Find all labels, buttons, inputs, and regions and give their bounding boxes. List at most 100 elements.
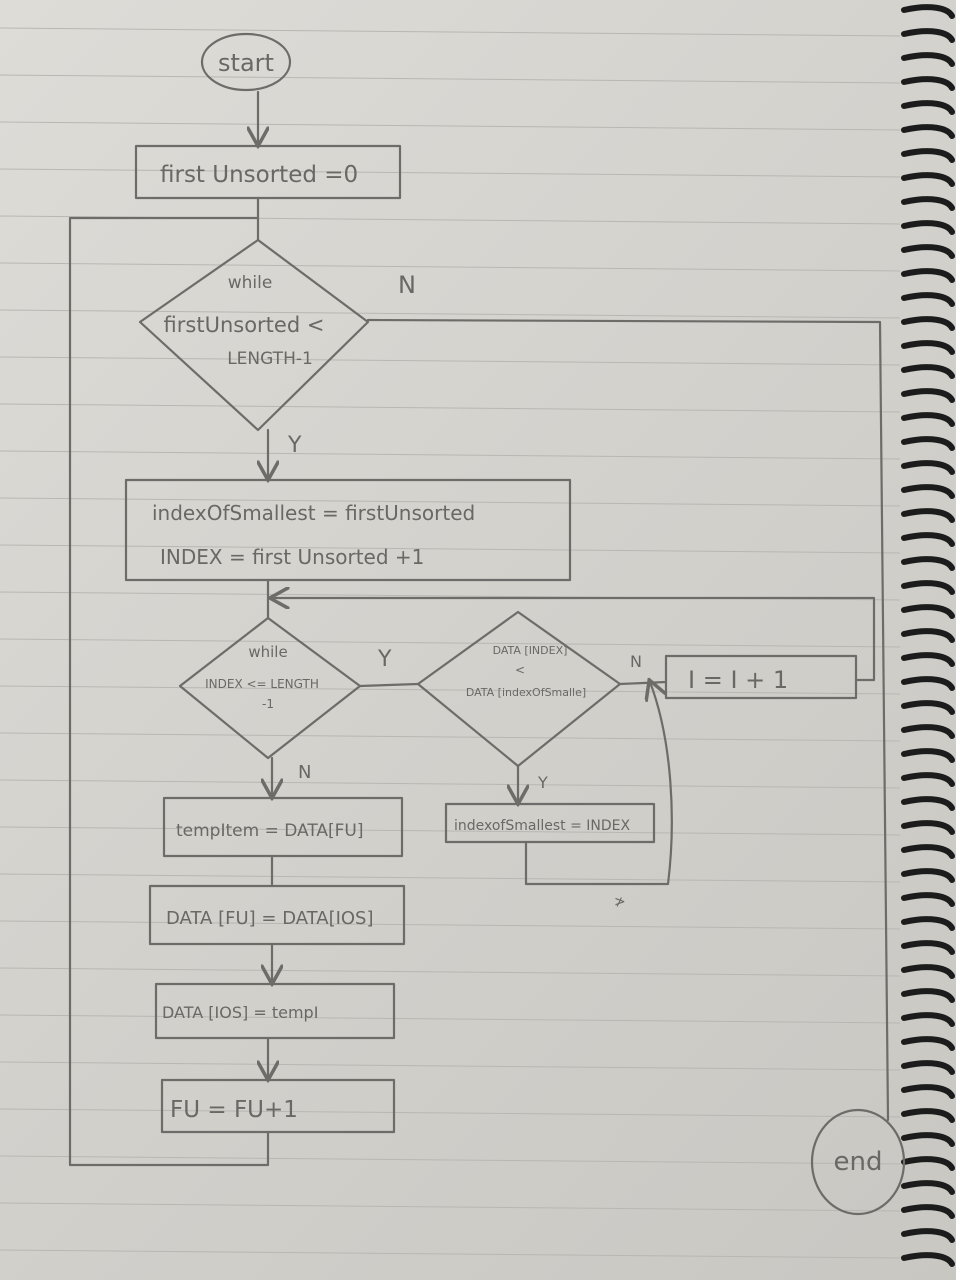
spiral-coil xyxy=(901,700,955,715)
init-box xyxy=(134,144,402,200)
spiral-coil xyxy=(901,628,955,643)
step1-box xyxy=(162,796,404,858)
ruled-line xyxy=(0,826,901,836)
spiral-coil xyxy=(901,244,955,259)
spiral-coil xyxy=(901,1204,955,1219)
ruled-line xyxy=(0,262,901,272)
spiral-coil xyxy=(901,772,955,787)
spiral-coil xyxy=(901,1084,955,1099)
ruled-line xyxy=(0,685,901,695)
spiral-coil xyxy=(901,988,955,1003)
spiral-coil xyxy=(901,844,955,859)
ruled-line xyxy=(0,497,901,507)
inner-n-label: N xyxy=(298,762,311,783)
start-label: start xyxy=(218,49,274,77)
step4-label: FU = FU+1 xyxy=(170,1097,298,1123)
ruled-line xyxy=(0,450,901,460)
spiral-coil xyxy=(901,532,955,547)
ruled-line xyxy=(0,1249,901,1259)
ruled-line xyxy=(0,779,901,789)
spiral-coil xyxy=(901,1180,955,1195)
spiral-coil xyxy=(901,340,955,355)
spiral-coil xyxy=(901,508,955,523)
spiral-coil xyxy=(901,76,955,91)
step2-box xyxy=(148,884,406,946)
compare-line3: DATA [indexOfSmalle] xyxy=(466,686,586,699)
ruled-line xyxy=(0,27,901,37)
ruled-line xyxy=(0,544,901,554)
step2-label: DATA [FU] = DATA[IOS] xyxy=(166,908,374,929)
spiral-coil xyxy=(901,796,955,811)
spiral-coil xyxy=(901,1156,955,1171)
outer-while-keyword: while xyxy=(228,273,273,293)
spiral-coil xyxy=(901,4,955,19)
spiral-coil xyxy=(901,388,955,403)
spiral-coil xyxy=(901,52,955,67)
ruled-line xyxy=(0,356,901,366)
step3-box xyxy=(154,982,396,1040)
ruled-line xyxy=(0,732,901,742)
spiral-coil xyxy=(901,268,955,283)
ruled-line xyxy=(0,168,901,178)
ruled-line xyxy=(0,873,901,883)
spiral-coil xyxy=(901,652,955,667)
spiral-binding xyxy=(901,4,955,1267)
start-terminal xyxy=(200,32,292,92)
ruled-line xyxy=(0,1202,901,1212)
spiral-coil xyxy=(901,724,955,739)
spiral-coil xyxy=(901,748,955,763)
step3-label: DATA [IOS] = tempI xyxy=(162,1003,318,1022)
ruled-line xyxy=(0,638,901,648)
ruled-line xyxy=(0,403,901,413)
spiral-coil xyxy=(901,148,955,163)
step1-label: tempItem = DATA[FU] xyxy=(176,821,364,841)
update-smallest-box xyxy=(444,802,656,844)
inner-while-cond2: -1 xyxy=(262,697,274,711)
ruled-line xyxy=(0,309,901,319)
spiral-coil xyxy=(901,100,955,115)
spiral-coil xyxy=(901,1228,955,1243)
spiral-coil xyxy=(901,820,955,835)
spiral-coil xyxy=(901,172,955,187)
compare-y-label: Y xyxy=(537,773,548,792)
outer-while-diamond xyxy=(138,238,370,432)
spiral-coil xyxy=(901,892,955,907)
outer-n-label: N xyxy=(398,271,416,299)
compare-line2: < xyxy=(515,663,525,677)
update-return-path xyxy=(524,682,673,886)
spiral-coil xyxy=(901,124,955,139)
outer-no-path xyxy=(366,318,890,1122)
ruled-line xyxy=(0,74,901,84)
inner-while-keyword: while xyxy=(248,643,287,661)
spiral-coil xyxy=(901,460,955,475)
inner-while-diamond xyxy=(178,616,362,760)
outer-while-cond1: firstUnsorted < xyxy=(164,313,325,337)
ruled-line xyxy=(0,1155,901,1165)
spiral-coil xyxy=(901,1060,955,1075)
assign-line2: INDEX = first Unsorted +1 xyxy=(160,545,424,569)
spiral-coil xyxy=(901,1012,955,1027)
inner-loop-return xyxy=(272,598,876,682)
spiral-coil xyxy=(901,436,955,451)
spiral-coil xyxy=(901,1108,955,1123)
increment-label: I = I + 1 xyxy=(688,666,788,694)
spiral-coil xyxy=(901,292,955,307)
spiral-coil xyxy=(901,940,955,955)
step4-box xyxy=(160,1078,396,1134)
compare-n-label: N xyxy=(630,652,642,671)
spiral-coil xyxy=(901,1132,955,1147)
spiral-coil xyxy=(901,220,955,235)
spiral-coil xyxy=(901,676,955,691)
inner-yes-line xyxy=(358,682,420,688)
outer-while-cond2: LENGTH-1 xyxy=(227,349,313,369)
spiral-coil xyxy=(901,580,955,595)
ruled-line xyxy=(0,1014,901,1024)
inner-while-cond1: INDEX <= LENGTH xyxy=(205,677,319,691)
outer-loop-return xyxy=(68,216,270,1167)
spiral-coil xyxy=(901,484,955,499)
spiral-coil xyxy=(901,1252,955,1267)
spiral-coil xyxy=(901,964,955,979)
compare-line1: DATA [INDEX] xyxy=(493,644,568,657)
